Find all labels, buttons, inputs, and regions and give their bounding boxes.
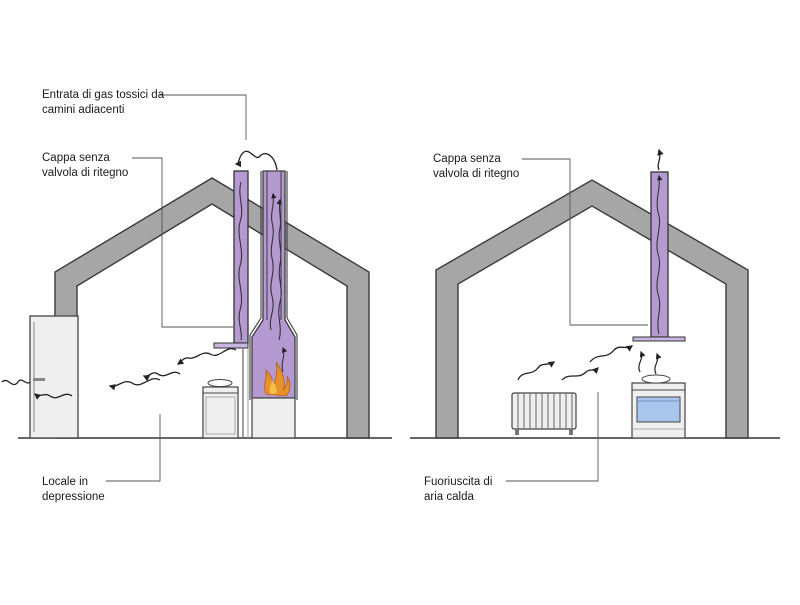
label-outflow: Fuoriuscita di aria calda xyxy=(424,475,492,505)
label-left-hood-line-1: Cappa senza xyxy=(42,152,110,164)
leader-right-hood xyxy=(522,158,648,326)
left-fridge-air-arrow xyxy=(33,393,73,400)
right-air-arrow-2 xyxy=(561,367,599,381)
left-duct-smoke xyxy=(238,181,243,341)
right-cooker xyxy=(631,374,686,439)
right-exhaust-arrow xyxy=(657,148,664,171)
label-outflow-line-2: aria calda xyxy=(424,491,474,503)
label-room-line-1: Locale in xyxy=(42,476,89,488)
right-cooker-pot xyxy=(641,374,671,384)
label-right-hood-line-1: Cappa senza xyxy=(433,153,501,165)
refrigerator xyxy=(29,315,79,439)
right-house-walls xyxy=(435,179,749,439)
right-air-arrow-3 xyxy=(589,345,634,363)
leader-outflow xyxy=(506,392,599,482)
right-air-arrow-4 xyxy=(638,350,646,373)
label-gas-entry: Entrata di gas tossici da camini adiacen… xyxy=(42,88,164,118)
radiator xyxy=(511,392,577,435)
left-room-air-arrow-1 xyxy=(108,378,161,391)
left-stove-pot xyxy=(207,379,233,387)
fireplace-smoke-2 xyxy=(276,198,282,341)
left-room-air-arrow-3 xyxy=(176,348,237,365)
right-air-arrow-5 xyxy=(654,352,662,375)
leader-room xyxy=(106,414,161,482)
label-right-hood-line-2: valvola di ritegno xyxy=(433,168,520,180)
label-room-line-2: depressione xyxy=(42,491,105,503)
toxic-gas-entry-arrow xyxy=(234,150,278,171)
fireplace-hearth xyxy=(251,397,296,439)
right-duct-air xyxy=(656,174,663,335)
label-gas-entry-line-2: camini adiacenti xyxy=(42,104,125,116)
leader-gas-entry xyxy=(160,94,247,140)
right-panel xyxy=(410,148,780,482)
left-stove xyxy=(202,379,239,439)
left-room-air-arrow-2 xyxy=(142,371,181,382)
fireplace xyxy=(249,170,298,439)
leader-left-hood xyxy=(132,157,233,328)
label-room: Locale in depressione xyxy=(42,475,105,505)
right-air-arrow-1 xyxy=(517,361,556,381)
left-hood-plate xyxy=(213,342,249,349)
right-hood-plate xyxy=(632,336,686,342)
label-left-hood: Cappa senza valvola di ritegno xyxy=(42,151,128,181)
label-left-hood-line-2: valvola di ritegno xyxy=(42,167,129,179)
label-outflow-line-1: Fuoriuscita di xyxy=(424,476,493,488)
fireplace-smoke-1 xyxy=(269,192,277,331)
label-right-hood: Cappa senza valvola di ritegno xyxy=(433,152,519,182)
left-panel xyxy=(1,94,392,482)
label-gas-entry-line-1: Entrata di gas tossici da xyxy=(42,89,165,101)
left-outside-air-arrow xyxy=(1,379,31,386)
